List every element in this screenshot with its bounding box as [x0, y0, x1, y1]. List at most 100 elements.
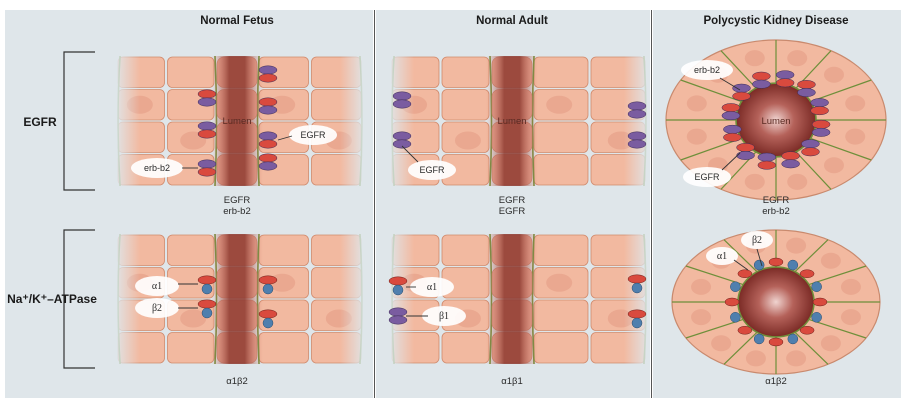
receptor-top-lobe	[776, 71, 794, 79]
nucleus	[745, 50, 765, 66]
caption-pkd-egfr-2: erb-b2	[762, 206, 789, 217]
nucleus	[841, 279, 861, 295]
edge-fade	[114, 232, 140, 366]
nucleus	[821, 253, 841, 269]
epithelial-cell	[534, 235, 588, 266]
epithelial-cell	[259, 235, 309, 266]
epithelial-cell	[442, 333, 489, 364]
pkd-alpha-subunit	[800, 270, 814, 278]
label-alpha-adult: α1	[427, 282, 437, 293]
nucleus	[845, 95, 865, 111]
label-lumen-pkd: Lumen	[761, 116, 790, 127]
receptor-bottom-lobe	[758, 161, 776, 169]
nucleus	[711, 335, 731, 351]
receptor-bottom-lobe	[733, 92, 751, 100]
pkd-beta-subunit	[754, 334, 764, 344]
nucleus	[786, 238, 806, 254]
receptor-bottom-lobe	[389, 316, 407, 324]
beta-subunit	[263, 318, 273, 328]
receptor-top-lobe	[801, 140, 819, 148]
nucleus	[787, 174, 807, 190]
label-egfr-pkd: EGFR	[694, 172, 720, 182]
receptor-top-lobe	[811, 98, 829, 106]
edge-fade	[624, 232, 650, 366]
label-beta-fetus: β2	[152, 303, 162, 314]
lumen	[486, 234, 538, 364]
epithelial-cell	[442, 235, 489, 266]
nucleus	[821, 335, 841, 351]
caption-adult-egfr-1: EGFR	[499, 195, 526, 206]
label-beta-pkd: β2	[752, 235, 762, 246]
epithelial-cell	[442, 57, 489, 88]
epithelial-cell	[168, 333, 215, 364]
pkd-beta-subunit	[730, 282, 740, 292]
pkd-alpha-subunit	[769, 338, 783, 346]
epithelial-cell	[168, 235, 215, 266]
pkd-alpha-subunit	[800, 326, 814, 334]
receptor-bottom-lobe	[198, 168, 216, 176]
epithelial-cell	[534, 122, 588, 153]
edge-fade	[624, 54, 650, 188]
epithelial-cell	[534, 57, 588, 88]
label-lumen-adult: Lumen	[497, 116, 526, 127]
receptor-bottom-lobe	[198, 130, 216, 138]
label-erbb2-pkd: erb-b2	[694, 65, 720, 75]
label-egfr-adult: EGFR	[419, 165, 445, 175]
edge-fade	[388, 232, 414, 366]
row-label-na-k-atpase: Na⁺/K⁺–ATPase	[7, 292, 97, 306]
receptor-top-lobe	[628, 102, 646, 110]
pkd-alpha-subunit	[725, 298, 739, 306]
receptor-bottom-lobe	[393, 100, 411, 108]
nucleus	[786, 350, 806, 366]
alpha-subunit	[259, 310, 277, 318]
title-normal-adult: Normal Adult	[476, 15, 548, 27]
receptor-top-lobe	[758, 153, 776, 161]
label-alpha-pkd: α1	[717, 251, 727, 262]
epithelial-cell	[534, 155, 588, 186]
receptor-top-lobe	[782, 152, 800, 160]
receptor-top-lobe	[812, 120, 830, 128]
receptor-bottom-lobe	[811, 106, 829, 114]
nucleus	[455, 132, 481, 150]
nucleus	[841, 309, 861, 325]
nucleus	[687, 129, 707, 145]
receptor-top-lobe	[393, 132, 411, 140]
nucleus	[546, 96, 572, 114]
pkd-beta-subunit	[812, 312, 822, 322]
nucleus	[787, 50, 807, 66]
edge-fade	[340, 232, 366, 366]
label-erbb2-fetus: erb-b2	[144, 163, 170, 173]
receptor-bottom-lobe	[628, 140, 646, 148]
receptor-bottom-lobe	[198, 98, 216, 106]
label-egfr-fetus: EGFR	[300, 130, 326, 140]
receptor-bottom-lobe	[776, 79, 794, 87]
receptor-bottom-lobe	[259, 162, 277, 170]
label-lumen-fetus: Lumen	[222, 116, 251, 127]
pkd-beta-subunit	[812, 282, 822, 292]
beta-subunit	[632, 318, 642, 328]
receptor-bottom-lobe	[628, 110, 646, 118]
pkd-beta-subunit	[788, 334, 798, 344]
nucleus	[745, 174, 765, 190]
pkd-alpha-subunit	[738, 326, 752, 334]
receptor-bottom-lobe	[723, 133, 741, 141]
alpha-subunit	[198, 276, 216, 284]
nucleus	[691, 309, 711, 325]
receptor-top-lobe	[259, 154, 277, 162]
receptor-bottom-lobe	[812, 128, 830, 136]
receptor-top-lobe	[198, 90, 216, 98]
row-label-egfr: EGFR	[23, 115, 57, 129]
epithelial-cell	[168, 57, 215, 88]
caption-fetus-egfr-1: EGFR	[224, 195, 251, 206]
nucleus	[546, 274, 572, 292]
alpha-subunit	[628, 275, 646, 283]
alpha-subunit	[198, 300, 216, 308]
receptor-top-lobe	[752, 72, 770, 80]
receptor-bottom-lobe	[259, 106, 277, 114]
caption-adult-egfr-2: EGFR	[499, 206, 526, 217]
receptor-top-lobe	[389, 308, 407, 316]
caption-fetus-na: α1β2	[226, 376, 248, 387]
caption-fetus-egfr-2: erb-b2	[223, 206, 250, 217]
epithelial-cell	[534, 333, 588, 364]
beta-subunit	[202, 284, 212, 294]
